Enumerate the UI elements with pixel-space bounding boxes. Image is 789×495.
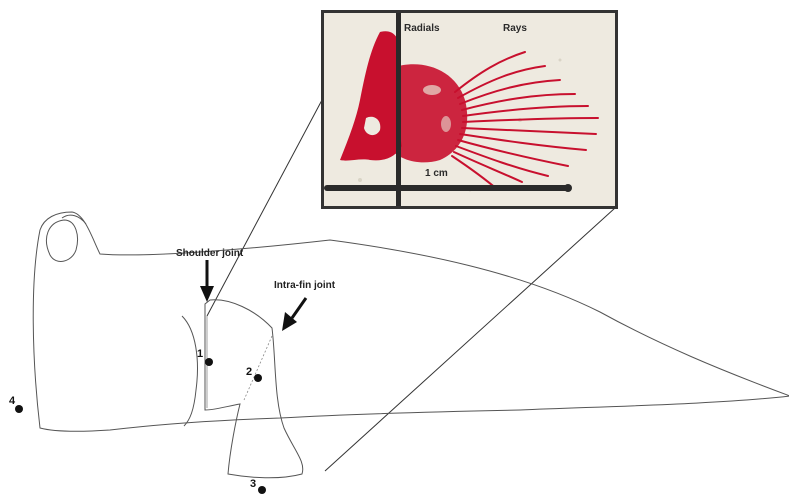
eye-ridge <box>62 215 86 224</box>
landmark-3-label: 3 <box>250 478 256 490</box>
fish-body-outline <box>33 212 789 431</box>
landmark-3-marker <box>258 486 266 494</box>
shoulder-joint-label: Shoulder joint <box>176 248 243 260</box>
landmark-1-label: 1 <box>197 348 203 360</box>
eye-outline <box>46 220 77 261</box>
scale-bar <box>324 185 570 191</box>
landmark-4-label: 4 <box>9 395 15 407</box>
vertical-rod <box>396 13 401 206</box>
inset-photo <box>321 10 618 209</box>
operculum-line <box>182 316 197 426</box>
landmark-4-marker <box>15 405 23 413</box>
landmark-2-label: 2 <box>246 366 252 378</box>
landmark-2-marker <box>254 374 262 382</box>
landmark-1-marker <box>205 358 213 366</box>
rays-label: Rays <box>503 23 527 35</box>
intra-fin-joint-label: Intra-fin joint <box>274 280 335 292</box>
scale-label: 1 cm <box>425 168 448 180</box>
radials-label: Radials <box>404 23 440 35</box>
intra-fin-joint-arrow-shaft <box>292 298 306 318</box>
inset-connector-right <box>325 208 615 471</box>
